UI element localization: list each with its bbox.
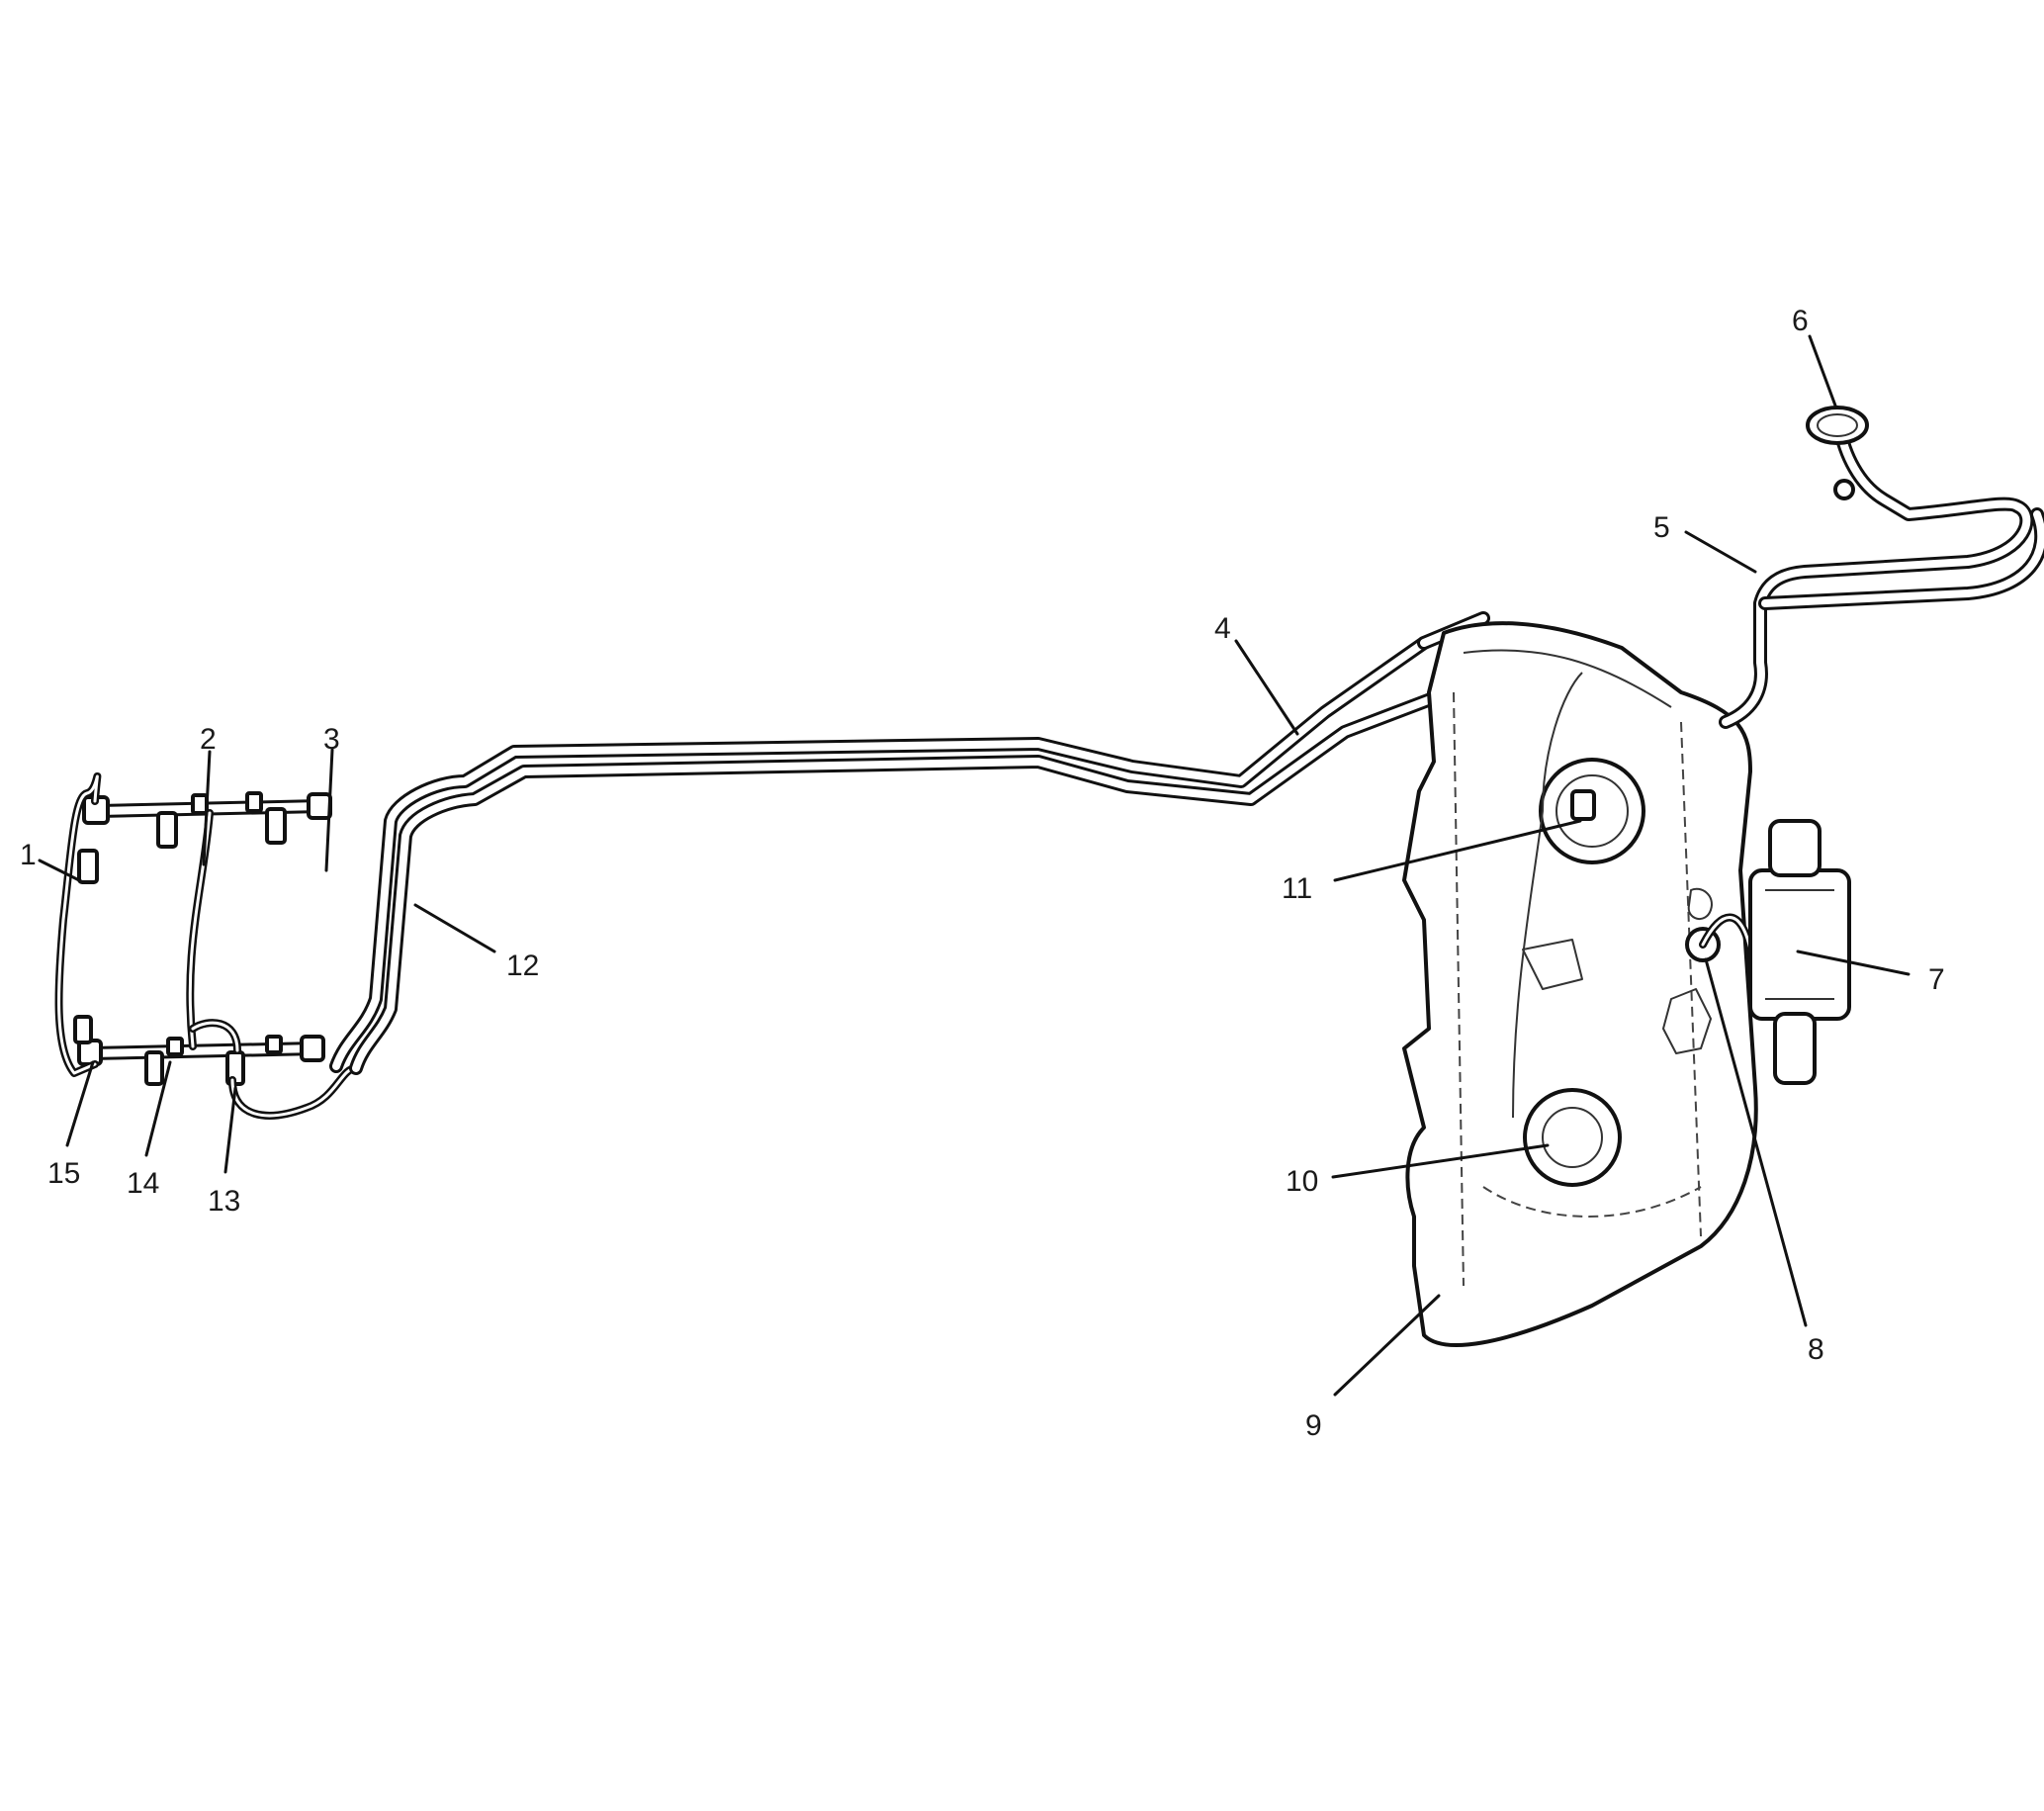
callout-5: 5 bbox=[1653, 511, 1670, 544]
leader-6 bbox=[1808, 334, 1837, 407]
leader-2 bbox=[202, 750, 212, 866]
callout-12: 12 bbox=[506, 950, 539, 982]
fuel-tank bbox=[1402, 621, 1759, 1347]
leader-4 bbox=[1234, 639, 1299, 736]
leader-1 bbox=[38, 859, 85, 884]
leader-3 bbox=[324, 748, 334, 872]
leader-lines bbox=[38, 334, 1911, 1397]
leader-12 bbox=[413, 903, 496, 953]
leader-5 bbox=[1684, 530, 1757, 574]
leader-14 bbox=[144, 1060, 172, 1157]
leader-13 bbox=[223, 1086, 237, 1174]
fuel-filler-pipe bbox=[1719, 406, 2044, 729]
callout-1: 1 bbox=[20, 839, 37, 871]
leader-8 bbox=[1704, 957, 1808, 1327]
leader-15 bbox=[65, 1060, 95, 1147]
evap-canister bbox=[1748, 819, 1851, 1085]
callout-labels: 1 2 3 4 5 6 7 8 9 10 11 12 13 14 15 bbox=[20, 305, 1945, 1442]
leader-11 bbox=[1333, 819, 1582, 882]
leader-9 bbox=[1333, 1294, 1441, 1397]
leader-10 bbox=[1331, 1143, 1550, 1179]
callout-2: 2 bbox=[200, 723, 217, 756]
leader-7 bbox=[1796, 950, 1911, 976]
callout-11: 11 bbox=[1282, 872, 1312, 905]
callout-7: 7 bbox=[1928, 963, 1945, 996]
fuel-rail-assembly bbox=[54, 772, 360, 1120]
callout-15: 15 bbox=[47, 1157, 80, 1190]
callout-8: 8 bbox=[1808, 1333, 1824, 1366]
callout-13: 13 bbox=[208, 1185, 240, 1218]
callout-4: 4 bbox=[1214, 612, 1231, 645]
callout-3: 3 bbox=[323, 723, 340, 756]
callout-9: 9 bbox=[1305, 1409, 1322, 1442]
fuel-feed-lines bbox=[329, 611, 1490, 1075]
callout-14: 14 bbox=[127, 1167, 159, 1200]
callout-6: 6 bbox=[1792, 305, 1809, 337]
callout-10: 10 bbox=[1286, 1165, 1318, 1198]
